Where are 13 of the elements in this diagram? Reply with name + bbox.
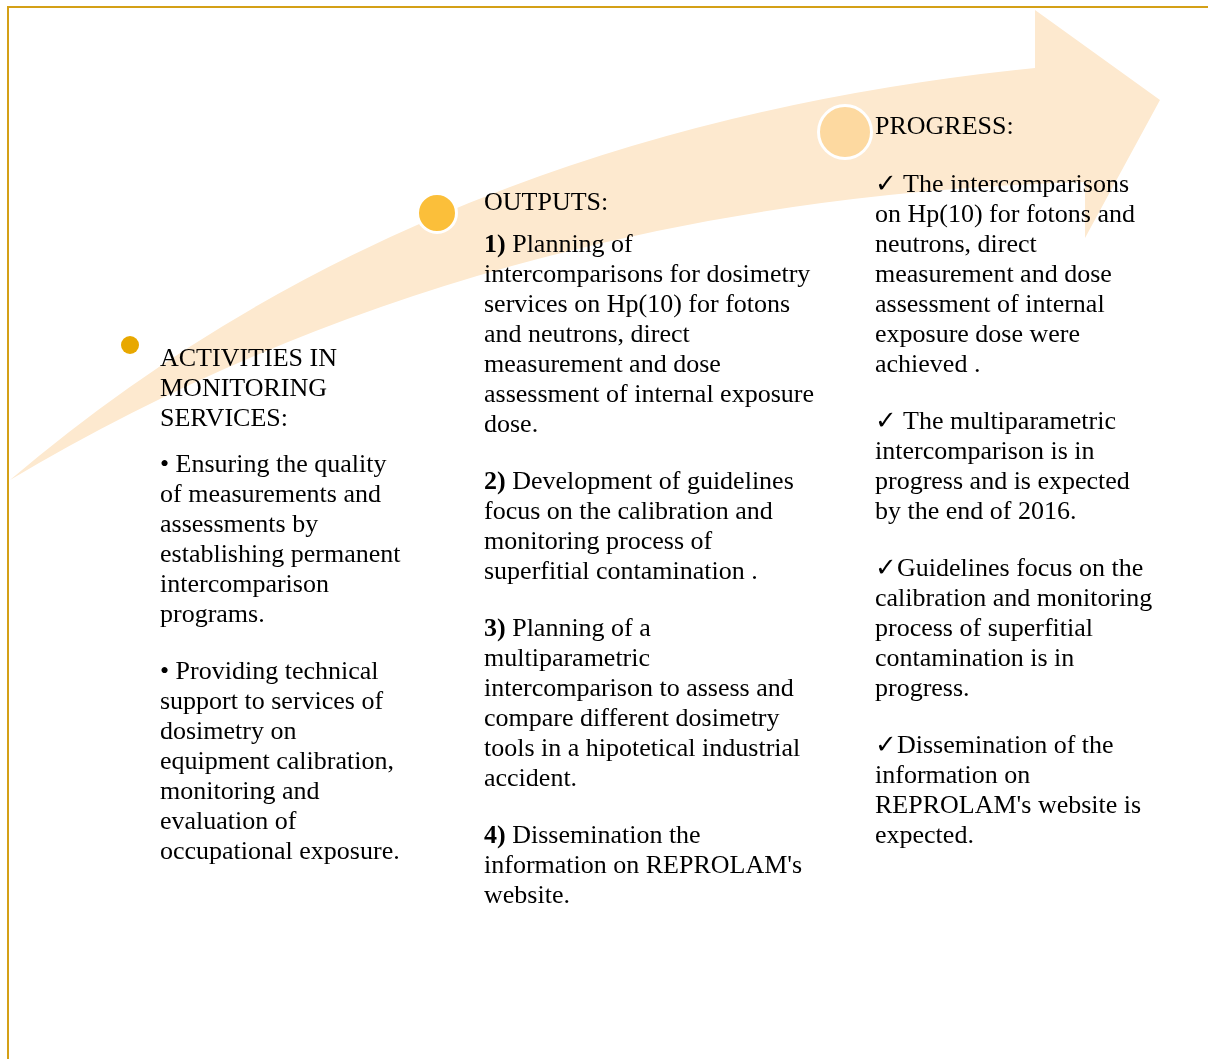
column-heading: ACTIVITIES IN MONITORING SERVICES:: [160, 343, 338, 433]
item-text: ✓Guidelines focus on the calibration and monitoring process of superfitial contamination is in progress.: [875, 553, 1154, 703]
item-text: • Providing technical support to services of dosimetry on equipment calibration, monitoring and evaluation of occupational exposure.: [160, 656, 401, 866]
item-text: ✓ The intercomparisons on Hp(10) for fotons and neutrons, direct measurement and dose assessment of internal exposure dose were achieved .: [875, 169, 1136, 379]
item-text: 2) Development of guidelines focus on the calibration and monitoring process of superfitial contamination .: [484, 466, 795, 586]
item-text: 4) Dissemination the information on REPROLAM's website.: [484, 820, 804, 910]
item-text: ✓ The multiparametric intercomparison is in progress and is expected by the end of 2016.: [875, 406, 1131, 526]
column-heading: PROGRESS:: [875, 111, 1015, 141]
item-text: 3) Planning of a multiparametric intercomparison to assess and compare different dosimetry tools in a hipotetical industrial accident.: [484, 613, 802, 793]
item-text: • Ensuring the quality of measurements and assessments by establishing permanent intercomparison programs.: [160, 449, 402, 629]
item-text: ✓Dissemination of the information on REPROLAM's website is expected.: [875, 730, 1143, 850]
item-text: 1) Planning of intercomparisons for dosimetry services on Hp(10) for fotons and neutrons, direct measurement and dose assessment of internal exposure dose.: [484, 229, 815, 439]
column-heading: OUTPUTS:: [484, 187, 610, 217]
